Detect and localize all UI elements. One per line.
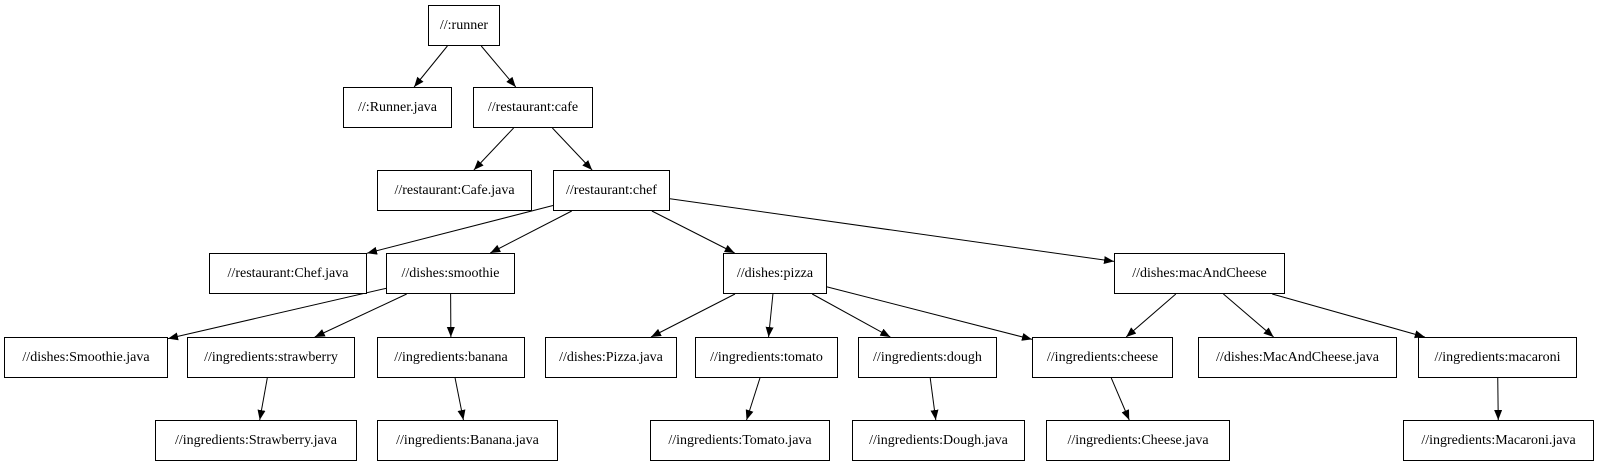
graph-node-macaroni: //ingredients:macaroni	[1418, 337, 1577, 378]
graph-node-dough_java: //ingredients:Dough.java	[852, 420, 1025, 461]
graph-edge-runner-to-cafe	[480, 45, 517, 88]
graph-node-cafe_java: //restaurant:Cafe.java	[377, 170, 532, 211]
graph-edge-cafe-to-cafe_java	[473, 127, 514, 171]
graph-node-tomato_java: //ingredients:Tomato.java	[650, 420, 830, 461]
graph-edge-pizza-to-tomato	[765, 293, 774, 338]
graph-node-banana: //ingredients:banana	[377, 337, 525, 378]
graph-edge-cheese-to-cheese_java	[1110, 377, 1130, 421]
graph-node-macandcheese_java: //dishes:MacAndCheese.java	[1198, 337, 1397, 378]
graph-node-cheese: //ingredients:cheese	[1032, 337, 1173, 378]
graph-node-pizza_java: //dishes:Pizza.java	[545, 337, 677, 378]
graph-edge-runner-to-runner_java	[413, 45, 448, 88]
graph-edge-macandcheese-to-macandcheese_java	[1223, 293, 1274, 338]
graph-edge-smoothie-to-smoothie_java	[167, 287, 387, 341]
graph-edge-macandcheese-to-cheese	[1125, 293, 1177, 338]
graph-node-strawberry: //ingredients:strawberry	[187, 337, 355, 378]
graph-edge-chef-to-chef_java	[366, 205, 554, 255]
graph-edge-cafe-to-chef	[552, 127, 593, 171]
graph-edge-pizza-to-pizza_java	[650, 293, 736, 338]
graph-edge-smoothie-to-strawberry	[314, 293, 407, 338]
graph-edge-banana-to-banana_java	[454, 377, 466, 421]
graph-edge-tomato-to-tomato_java	[745, 377, 761, 421]
graph-edge-macandcheese-to-macaroni	[1272, 293, 1425, 339]
graph-node-runner: //:runner	[428, 5, 500, 46]
graph-node-chef: //restaurant:chef	[553, 170, 670, 211]
edge-lines	[167, 45, 1503, 421]
graph-node-smoothie: //dishes:smoothie	[386, 253, 515, 294]
graph-node-tomato: //ingredients:tomato	[695, 337, 838, 378]
graph-node-cheese_java: //ingredients:Cheese.java	[1046, 420, 1230, 461]
graph-node-banana_java: //ingredients:Banana.java	[377, 420, 558, 461]
graph-node-pizza: //dishes:pizza	[723, 253, 827, 294]
graph-edge-chef-to-smoothie	[490, 210, 572, 254]
graph-edge-strawberry-to-strawberry_java	[257, 377, 268, 421]
graph-node-cafe: //restaurant:cafe	[473, 87, 593, 128]
graph-edge-pizza-to-dough	[811, 293, 891, 338]
graph-node-runner_java: //:Runner.java	[343, 87, 452, 128]
graph-edge-chef-to-pizza	[651, 210, 735, 254]
graph-edge-chef-to-macandcheese	[669, 198, 1115, 264]
graph-edge-macaroni-to-macaroni_java	[1494, 377, 1503, 421]
graph-node-macaroni_java: //ingredients:Macaroni.java	[1403, 420, 1594, 461]
graph-node-dough: //ingredients:dough	[858, 337, 997, 378]
graph-node-smoothie_java: //dishes:Smoothie.java	[4, 337, 168, 378]
graph-edge-pizza-to-cheese	[826, 286, 1033, 341]
graph-node-chef_java: //restaurant:Chef.java	[209, 253, 367, 294]
graph-edge-dough-to-dough_java	[929, 377, 939, 421]
graph-node-macandcheese: //dishes:macAndCheese	[1114, 253, 1285, 294]
graph-node-strawberry_java: //ingredients:Strawberry.java	[155, 420, 357, 461]
